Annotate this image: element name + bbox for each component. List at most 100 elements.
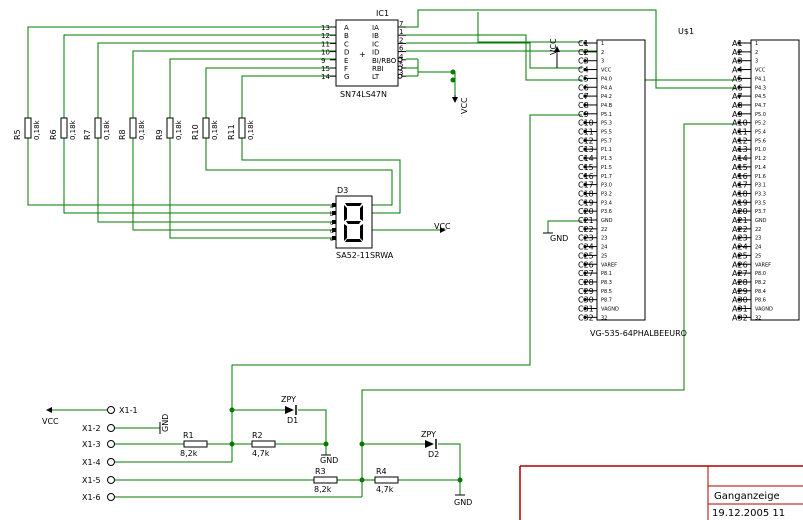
connector-pin-label: C1 (578, 39, 589, 48)
connector-pin-pad (583, 85, 587, 89)
d3-pin-label: e (330, 236, 334, 243)
connector-pin-pad (583, 200, 587, 204)
connector-pin-name: 32 (755, 315, 761, 321)
connector-pin-pad (737, 200, 741, 204)
connector-pin-pad (583, 209, 587, 213)
resistor-body (24, 117, 32, 139)
connector-pin-label: A2 (732, 48, 743, 57)
connector-pin-pad (737, 59, 741, 63)
connector-pin-pad (583, 147, 587, 151)
x1-terminal-label: X1-1 (119, 406, 138, 415)
connector-pin-name: P5.2 (755, 121, 766, 127)
resistor-body (166, 117, 174, 139)
connector-pin-pad (737, 183, 741, 187)
connector-pin-name: 32 (601, 315, 607, 321)
gnd-label-r2: GND (320, 456, 338, 465)
connector-pin-name: P5.5 (601, 130, 612, 136)
d2-part: ZPY (421, 430, 436, 439)
connector-c-part: VG-535-64PHALBEEURO (590, 329, 687, 338)
ic1-right-pin-number: 1 (399, 28, 403, 36)
connector-pin-name: P5.3 (601, 121, 612, 127)
d3-pin-label: a (330, 203, 334, 210)
ic1-right-pin-name: IB (372, 32, 379, 40)
connector-pin-name: VAGND (601, 307, 619, 313)
ic1-right-pin-number: 4 (399, 53, 404, 61)
ic1-inverted-pin-bubble (397, 73, 403, 79)
connector-pin-pad (583, 306, 587, 311)
connector-pin-name: P5.7 (601, 138, 612, 144)
resistor-r10: R10 0,18k (191, 117, 219, 140)
connector-pin-label: C9 (578, 110, 589, 119)
connector-pin-pad (583, 41, 587, 45)
resistor-ref: R5 (13, 129, 22, 140)
connector-pin-pad (583, 227, 587, 231)
connector-pin-name: 22 (755, 227, 761, 233)
connector-pin-pad (583, 244, 587, 249)
connector-pin-pad (737, 165, 741, 169)
supply-symbols: VCC VCC VCC GND VCC GND GND GND (42, 38, 568, 507)
d3-pin-label: c (330, 220, 333, 227)
connector-pin-pad (737, 41, 741, 45)
d3-pin-pad (332, 220, 336, 224)
connector-pin-name: GND (601, 218, 613, 224)
connector-pin-pad (583, 218, 587, 222)
ic1-left-pin-number: 10 (321, 49, 330, 57)
vcc-label-x1: VCC (42, 417, 59, 426)
connector-pin-pad (583, 262, 587, 266)
connector-pin-name: 24 (755, 245, 761, 251)
connector-pin-name: P1.1 (601, 147, 612, 153)
connector-pin-label: C3 (578, 57, 589, 66)
x1-terminals: X1-1X1-2X1-3X1-4X1-5X1-6 (82, 406, 138, 502)
connector-pin-name: P8.5 (601, 289, 612, 295)
connector-pin-name: P4.3 (755, 85, 766, 91)
title-text: Ganganzeige (714, 491, 780, 502)
connector-pin-pad (583, 129, 587, 134)
d3-pin-label: d (330, 228, 334, 235)
connector-pin-name: 2 (755, 50, 758, 56)
connector-pin-name: P4.2 (601, 94, 612, 100)
r1-value: 8,2k (180, 449, 198, 458)
connector-pin-pad (583, 289, 587, 293)
connector-pin-pad (737, 112, 741, 116)
connector-pin-pad (737, 236, 741, 240)
title-block: Ganganzeige 19.12.2005 11 (519, 465, 803, 520)
connector-pin-name: P5.6 (755, 138, 766, 144)
vcc-label-ic1: VCC (460, 97, 469, 114)
connector-pin-name: P8.2 (755, 280, 766, 286)
connector-pin-pad (737, 50, 741, 54)
connector-pin-label: C8 (578, 101, 589, 110)
ic1-right-pin-number: 6 (399, 45, 404, 53)
resistor-ref: R10 (191, 124, 200, 140)
connector-pin-pad (737, 253, 741, 257)
connector-pin-name: VAGND (755, 307, 773, 313)
connector-pin-pad (583, 76, 587, 80)
connector-pin-label: C6 (578, 83, 589, 92)
d3-pin-label: b (330, 211, 334, 218)
resistor-body (60, 117, 68, 139)
connector-pin-pad (737, 244, 741, 249)
ic1-inverted-pin-bubble (397, 57, 403, 63)
resistor-ref: R11 (227, 124, 236, 140)
r4-ref: R4 (376, 467, 387, 476)
d1-part: ZPY (281, 395, 296, 404)
connector-pin-label: C5 (578, 74, 589, 83)
ic1-right-pin-number: 3 (399, 69, 403, 77)
resistor-value: 0,18k (211, 119, 219, 140)
d3-ref: D3 (337, 186, 348, 195)
connector-pin-label: A4 (732, 66, 743, 75)
connector-pin-pad (583, 112, 587, 116)
ic1-right-pin-name: IA (372, 24, 379, 32)
connector-pin-pad (583, 121, 587, 125)
r4-resistor: R4 4,7k (374, 467, 399, 494)
connector-pin-pad (737, 85, 741, 89)
